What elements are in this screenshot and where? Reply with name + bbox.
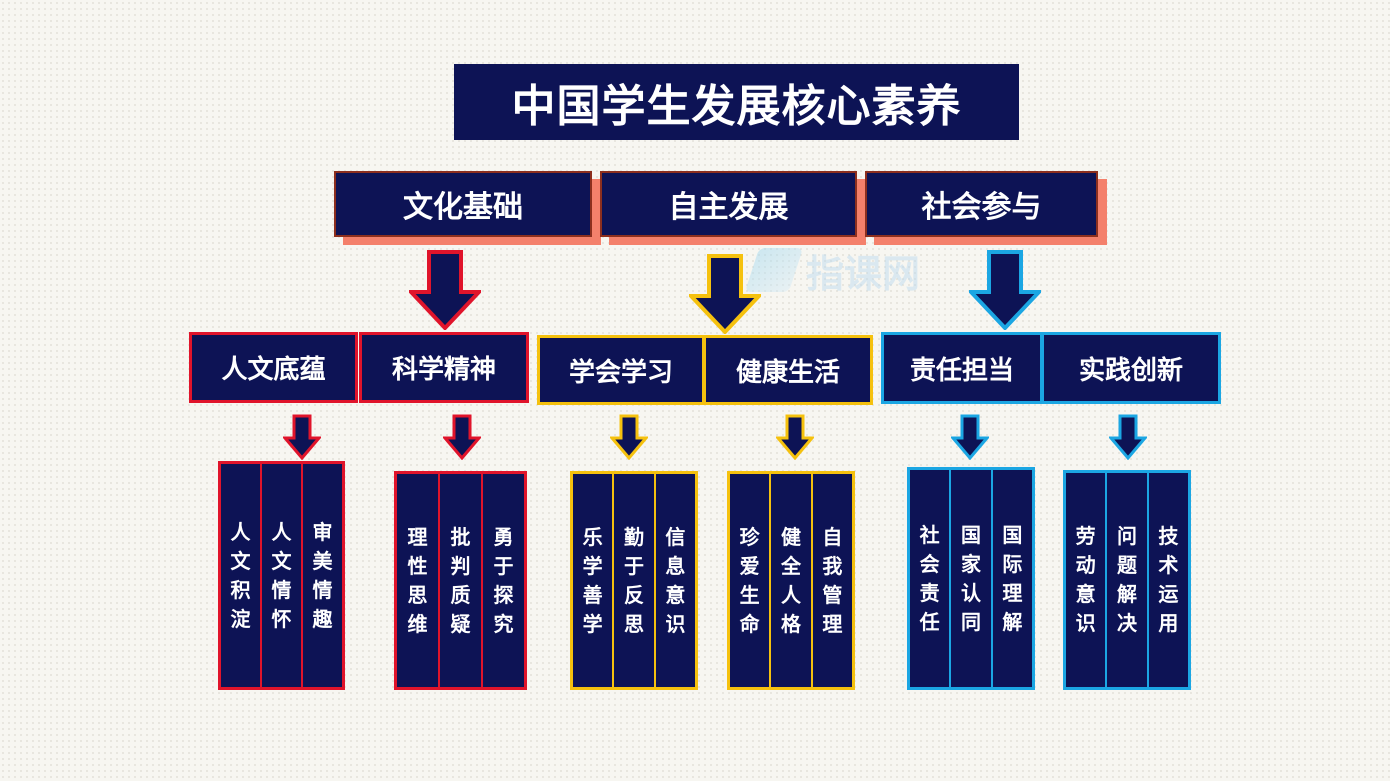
group-responsibility-items: 社会责任 国家认同 国际理解	[907, 467, 1035, 690]
item-cell: 人文情怀	[262, 464, 303, 687]
item-cell: 人文积淀	[221, 464, 262, 687]
subcategory-learning: 学会学习	[537, 335, 705, 405]
item-cell: 信息意识	[665, 524, 686, 636]
item-cell: 健全人格	[771, 474, 813, 687]
subcategory-science-spirit: 科学精神	[359, 332, 529, 403]
small-arrow-red-icon	[443, 414, 481, 460]
item-cell: 乐学善学	[573, 474, 615, 687]
arrow-down-blue-icon	[969, 250, 1041, 330]
category-culture: 文化基础	[334, 171, 592, 237]
item-cell: 珍爱生命	[730, 474, 772, 687]
group-humanities-items: 人文积淀 人文情怀 审美情趣	[218, 461, 345, 690]
group-science-items: 理性思维 批判质疑 勇于探究	[394, 471, 527, 690]
small-arrow-yellow-icon	[776, 414, 814, 460]
category-self-development: 自主发展	[600, 171, 857, 237]
subcategory-responsibility: 责任担当	[881, 332, 1043, 404]
item-cell: 理性思维	[397, 474, 440, 687]
arrow-down-red-icon	[409, 250, 481, 330]
item-cell: 技术运用	[1158, 524, 1179, 635]
item-cell: 社会责任	[910, 470, 952, 687]
item-cell: 自我管理	[822, 524, 843, 636]
watermark: 指课网	[744, 240, 952, 300]
group-innovation-items: 劳动意识 问题解决 技术运用	[1063, 470, 1191, 690]
subcategory-healthy-life: 健康生活	[703, 335, 873, 405]
category-social-participation: 社会参与	[865, 171, 1098, 237]
watermark-text: 指课网	[806, 251, 921, 296]
item-cell: 批判质疑	[440, 474, 483, 687]
small-arrow-blue-icon	[951, 414, 989, 460]
small-arrow-yellow-icon	[610, 414, 648, 460]
item-cell: 劳动意识	[1066, 473, 1108, 687]
small-arrow-red-icon	[283, 414, 321, 460]
item-cell: 国家认同	[951, 470, 993, 687]
subcategory-humanities: 人文底蕴	[189, 332, 358, 403]
arrow-down-yellow-icon	[689, 254, 761, 334]
page-title: 中国学生发展核心素养	[454, 64, 1019, 140]
group-learning-items: 乐学善学 勤于反思 信息意识	[570, 471, 698, 690]
item-cell: 勤于反思	[614, 474, 656, 687]
item-cell: 审美情趣	[312, 519, 333, 631]
item-cell: 问题解决	[1107, 473, 1149, 687]
item-cell: 国际理解	[1002, 522, 1023, 634]
group-health-items: 珍爱生命 健全人格 自我管理	[727, 471, 855, 690]
small-arrow-blue-icon	[1109, 414, 1147, 460]
item-cell: 勇于探究	[493, 524, 514, 636]
subcategory-innovation: 实践创新	[1041, 332, 1221, 404]
